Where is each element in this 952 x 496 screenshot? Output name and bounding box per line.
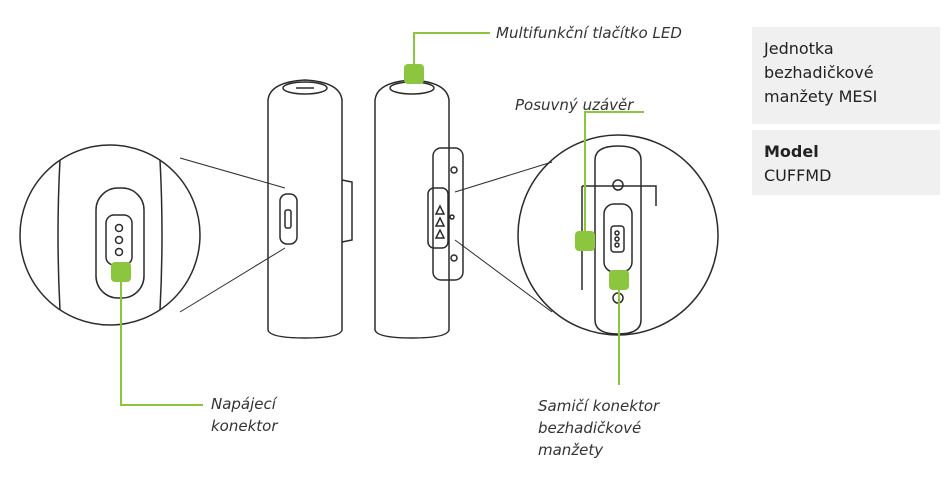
zoom-lines-left: [179, 157, 286, 313]
unit-name-line: Jednotka: [764, 39, 834, 58]
unit-name-line: manžety MESI: [764, 87, 878, 106]
slide-cover-label: Posuvný uzávěr: [515, 94, 633, 116]
led-button-marker: [404, 64, 424, 84]
magnified-power-connector-view: [19, 144, 201, 326]
led-button-label-text: Multifunkční tlačítko LED: [496, 24, 682, 42]
device-side-view: [267, 79, 353, 339]
power-connector-label-line: Napájecí: [211, 395, 276, 413]
callout-leader-lines: [120, 32, 644, 406]
female-connector-label-line: bezhadičkové: [538, 419, 642, 437]
model-value: CUFFMD: [764, 166, 832, 185]
device-diagram: [19, 32, 719, 406]
power-connector-label-line: konektor: [211, 417, 278, 435]
unit-name-box: Jednotka bezhadičkové manžety MESI: [752, 27, 940, 124]
device-front-view: [374, 79, 464, 339]
power-connector-label: Napájecí konektor: [211, 393, 278, 437]
led-button-label: Multifunkční tlačítko LED: [496, 22, 682, 44]
zoom-lines-right: [454, 161, 553, 313]
callout-markers: [111, 64, 629, 290]
female-connector-label-line: Samičí konektor: [538, 397, 660, 415]
model-label: Model: [764, 142, 819, 161]
female-connector-marker: [609, 270, 629, 290]
slide-cover-label-text: Posuvný uzávěr: [515, 96, 634, 114]
female-connector-label: Samičí konektor bezhadičkové manžety: [538, 395, 659, 461]
unit-name-line: bezhadičkové: [764, 63, 874, 82]
power-connector-marker: [111, 262, 131, 282]
model-box: Model CUFFMD: [752, 130, 940, 195]
slide-cover-marker: [575, 231, 595, 251]
female-connector-label-line: manžety: [538, 441, 604, 459]
